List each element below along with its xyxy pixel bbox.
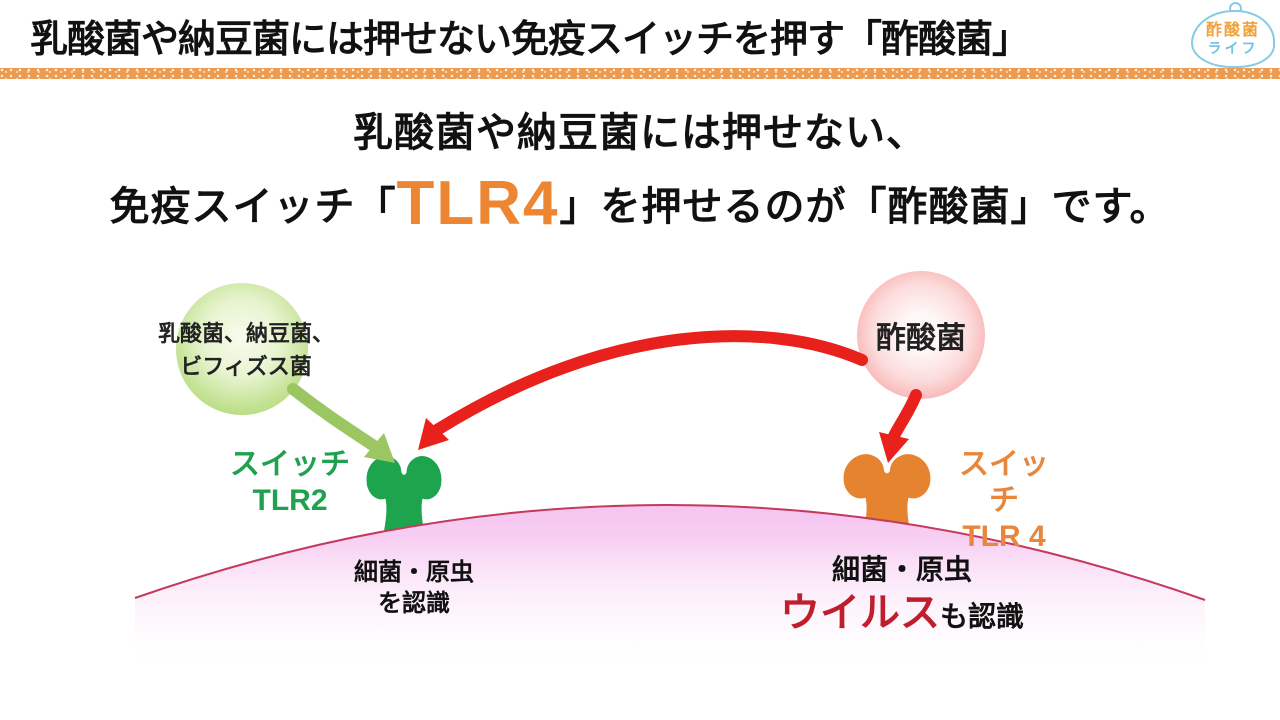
heading-line2: 免疫スイッチ「TLR4」を押せるのが「酢酸菌」です。 [0, 172, 1280, 239]
tlr4-caption-line2: ウイルスも認識 [742, 591, 1062, 639]
tlr4-receptor-icon [843, 454, 931, 538]
tlr2-switch-word: スイッチ [230, 448, 350, 481]
tlr4-caption: 細菌・原虫 ウイルスも認識 [742, 553, 1062, 639]
tlr2-receptor-icon [366, 456, 442, 538]
heading-line2-post: 」を押せるのが「酢酸菌」です。 [559, 185, 1171, 229]
tlr2-switch-label: スイッチ TLR2 [226, 447, 354, 519]
probiotics-circle-label: 乳酸菌、納豆菌、 ビフィズス菌 [140, 317, 352, 383]
red-arc-arrow [418, 330, 868, 450]
probiotics-label-line2: ビフィズス菌 [180, 354, 312, 379]
red-down-arrow [879, 389, 922, 463]
main-heading: 乳酸菌や納豆菌には押せない、 免疫スイッチ「TLR4」を押せるのが「酢酸菌」です… [0, 100, 1280, 239]
logo-blob: 酢酸菌 ライフ [1191, 10, 1275, 68]
tlr4-caption-rest: も認識 [939, 601, 1024, 632]
acetic-acid-bacteria-label: 酢酸菌 [876, 322, 966, 355]
slide-title: 乳酸菌や納豆菌には押せない免疫スイッチを押す「酢酸菌」 [30, 19, 1030, 61]
tlr4-name: TLR 4 [962, 520, 1046, 553]
tlr2-caption-line2: を認識 [378, 590, 450, 617]
probiotics-label-line1: 乳酸菌、納豆菌、 [157, 321, 334, 346]
logo-text-top: 酢酸菌 [1205, 22, 1260, 39]
tlr4-switch-label: スイッチ TLR 4 [946, 447, 1062, 555]
logo-text-bottom: ライフ [1207, 40, 1259, 56]
brand-logo: 酢酸菌 ライフ [1191, 2, 1275, 68]
tlr2-caption-line1: 細菌・原虫 [354, 559, 474, 586]
heading-line2-pre: 免疫スイッチ「 [109, 185, 397, 229]
heading-line1: 乳酸菌や納豆菌には押せない、 [353, 111, 927, 155]
probiotics-circle [176, 283, 308, 415]
virus-highlight: ウイルス [779, 591, 940, 635]
tlr4-switch-word: スイッチ [959, 448, 1049, 517]
tlr4-caption-line1: 細菌・原虫 [831, 554, 972, 585]
tlr2-name: TLR2 [252, 484, 328, 517]
acetic-acid-bacteria-circle [857, 271, 985, 399]
orange-dotted-divider [0, 68, 1280, 79]
tlr2-caption: 細菌・原虫 を認識 [328, 557, 500, 619]
heading-tlr4-highlight: TLR4 [396, 169, 560, 238]
